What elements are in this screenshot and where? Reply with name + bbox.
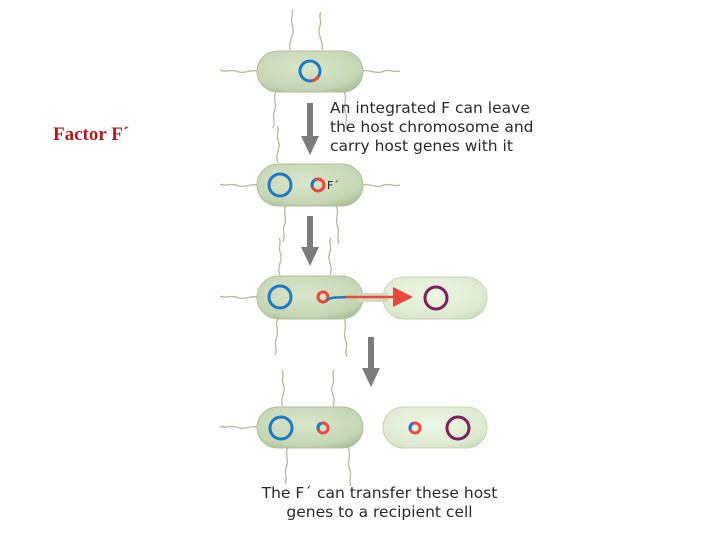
caption-transfer: The F´ can transfer these host genes to … bbox=[252, 484, 507, 522]
host-chromosome bbox=[267, 172, 293, 198]
caption-line: the host chromosome and bbox=[330, 118, 534, 136]
flagella bbox=[219, 125, 401, 245]
donor-cell bbox=[256, 406, 364, 449]
flagella bbox=[219, 237, 348, 358]
flagella bbox=[219, 369, 352, 487]
stage-arrow-1 bbox=[301, 103, 319, 155]
host-chromosome bbox=[268, 415, 294, 441]
caption-line: An integrated F can leave bbox=[330, 99, 530, 117]
stage-4-after-transfer bbox=[219, 369, 488, 487]
stage-arrow-2 bbox=[301, 216, 319, 266]
caption-integrated-f: An integrated F can leave the host chrom… bbox=[330, 99, 533, 156]
stage-1-integrated-f bbox=[219, 9, 401, 131]
slide-title: Factor F´ bbox=[53, 124, 130, 145]
recipient-cell bbox=[382, 406, 488, 449]
f-prime-label: F´ bbox=[327, 179, 339, 192]
recipient-chromosome bbox=[445, 415, 471, 441]
stage-2-f-prime-excised: F´ bbox=[219, 125, 401, 245]
flagella bbox=[219, 9, 401, 131]
f-prime-plasmid-donor bbox=[316, 421, 330, 435]
host-cell bbox=[256, 50, 364, 93]
host-chromosome bbox=[267, 284, 293, 310]
stage-3-transfer bbox=[219, 237, 488, 358]
caption-line: The F´ can transfer these host bbox=[261, 484, 498, 502]
recipient-chromosome bbox=[423, 285, 449, 311]
f-prime-plasmid bbox=[316, 290, 347, 304]
chromosome-with-integrated-f bbox=[298, 59, 322, 83]
caption-line: genes to a recipient cell bbox=[286, 503, 473, 521]
host-cell bbox=[256, 163, 364, 207]
f-prime-plasmid-recipient bbox=[408, 421, 422, 435]
f-prime-plasmid bbox=[310, 177, 326, 193]
caption-line: carry host genes with it bbox=[330, 137, 513, 155]
stage-arrow-3 bbox=[362, 337, 380, 387]
